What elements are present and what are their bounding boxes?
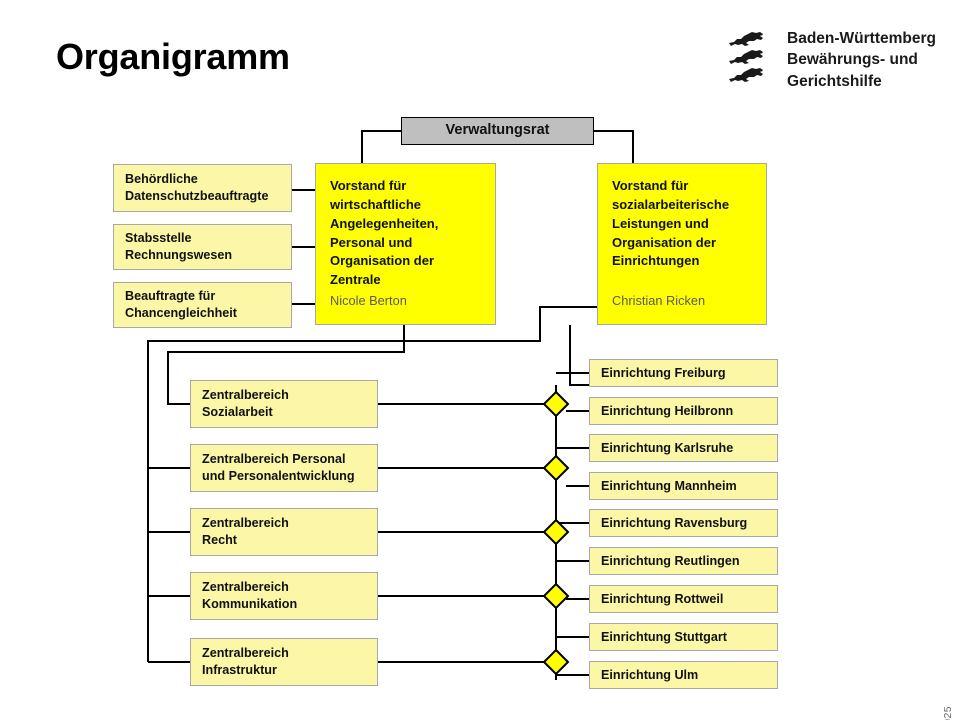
- node-einrichtung-ulm[interactable]: Einrichtung Ulm: [589, 661, 778, 689]
- central-area-label: Zentralbereich Recht: [202, 516, 289, 547]
- verwaltungsrat-label: Verwaltungsrat: [445, 122, 550, 139]
- staff-unit-label: Stabsstelle Rechnungswesen: [125, 231, 233, 262]
- node-zentralbereich-personal[interactable]: Zentralbereich Personal und Personalentw…: [190, 444, 378, 492]
- node-beauftragte-chancengleichheit[interactable]: Beauftragte für Chancengleichheit: [113, 282, 292, 328]
- central-area-label: Zentralbereich Infrastruktur: [202, 646, 289, 677]
- stand-date: Stand: 01.2025: [942, 706, 954, 720]
- logo-text: Baden-Württemberg Bewährungs- und Gerich…: [787, 28, 936, 92]
- diamond-junction: [542, 518, 570, 546]
- board-person: Christian Ricken: [612, 293, 706, 309]
- central-area-label: Zentralbereich Sozialarbeit: [202, 388, 289, 419]
- facility-label: Einrichtung Reutlingen: [601, 553, 740, 568]
- logo-line-1: Baden-Württemberg: [787, 30, 936, 47]
- page-title: Organigramm: [56, 36, 290, 77]
- node-einrichtung-ravensburg[interactable]: Einrichtung Ravensburg: [589, 509, 778, 537]
- facility-label: Einrichtung Mannheim: [601, 478, 737, 493]
- node-stabsstelle-rechnungswesen[interactable]: Stabsstelle Rechnungswesen: [113, 224, 292, 270]
- facility-label: Einrichtung Freiburg: [601, 365, 726, 380]
- facility-label: Einrichtung Ulm: [601, 667, 699, 682]
- three-lions-crest-icon: [727, 28, 773, 84]
- node-vorstand-wirtschaft[interactable]: Vorstand für wirtschaftliche Angelegenhe…: [315, 163, 496, 325]
- node-einrichtung-mannheim[interactable]: Einrichtung Mannheim: [589, 472, 778, 500]
- node-einrichtung-karlsruhe[interactable]: Einrichtung Karlsruhe: [589, 434, 778, 462]
- node-zentralbereich-sozialarbeit[interactable]: Zentralbereich Sozialarbeit: [190, 380, 378, 428]
- staff-unit-label: Beauftragte für Chancengleichheit: [125, 289, 237, 320]
- node-einrichtung-freiburg[interactable]: Einrichtung Freiburg: [589, 359, 778, 387]
- facility-label: Einrichtung Stuttgart: [601, 629, 727, 644]
- logo: Baden-Württemberg Bewährungs- und Gerich…: [727, 28, 936, 92]
- node-einrichtung-rottweil[interactable]: Einrichtung Rottweil: [589, 585, 778, 613]
- facility-label: Einrichtung Ravensburg: [601, 515, 748, 530]
- board-title: Vorstand für wirtschaftliche Angelegenhe…: [330, 178, 439, 288]
- node-zentralbereich-recht[interactable]: Zentralbereich Recht: [190, 508, 378, 556]
- facility-label: Einrichtung Karlsruhe: [601, 440, 734, 455]
- logo-line-2: Bewährungs- und: [787, 51, 918, 69]
- node-zentralbereich-infrastruktur[interactable]: Zentralbereich Infrastruktur: [190, 638, 378, 686]
- diamond-junction: [542, 390, 570, 418]
- node-einrichtung-stuttgart[interactable]: Einrichtung Stuttgart: [589, 623, 778, 651]
- logo-line-3: Gerichtshilfe: [787, 72, 882, 90]
- node-einrichtung-reutlingen[interactable]: Einrichtung Reutlingen: [589, 547, 778, 575]
- staff-unit-label: Behördliche Datenschutzbeauftragte: [125, 172, 269, 203]
- central-area-label: Zentralbereich Personal und Personalentw…: [202, 452, 355, 483]
- node-datenschutzbeauftragte[interactable]: Behördliche Datenschutzbeauftragte: [113, 164, 292, 212]
- facility-label: Einrichtung Rottweil: [601, 591, 724, 606]
- node-verwaltungsrat[interactable]: Verwaltungsrat: [401, 117, 594, 145]
- board-person: Nicole Berton: [330, 293, 407, 309]
- diamond-junction: [542, 582, 570, 610]
- diamond-junction: [542, 648, 570, 676]
- diamond-junction: [542, 454, 570, 482]
- node-einrichtung-heilbronn[interactable]: Einrichtung Heilbronn: [589, 397, 778, 425]
- central-area-label: Zentralbereich Kommunikation: [202, 580, 298, 611]
- node-vorstand-sozialarbeit[interactable]: Vorstand für sozialarbeiterische Leistun…: [597, 163, 767, 325]
- facility-label: Einrichtung Heilbronn: [601, 403, 734, 418]
- node-zentralbereich-kommunikation[interactable]: Zentralbereich Kommunikation: [190, 572, 378, 620]
- board-title: Vorstand für sozialarbeiterische Leistun…: [612, 178, 730, 269]
